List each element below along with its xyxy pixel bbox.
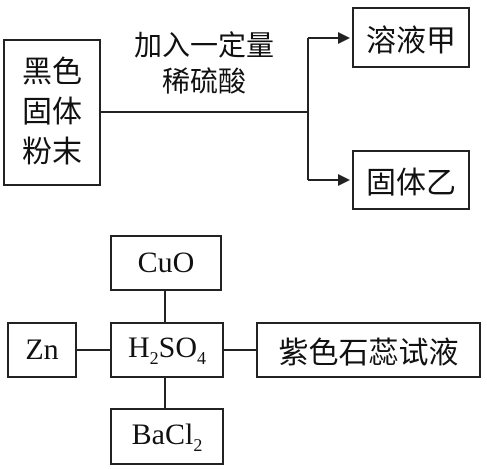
h2so4-box: H2SO4: [110, 322, 224, 378]
bacl2-box: BaCl2: [110, 408, 224, 465]
zn-label: Zn: [25, 333, 59, 366]
black-powder-line1: 黑色: [22, 54, 82, 90]
zn-box: Zn: [7, 322, 77, 378]
solid-b-box: 固体乙: [352, 150, 470, 210]
solid-b-label: 固体乙: [366, 166, 456, 201]
h2so4-sub2: 2: [149, 348, 159, 368]
h2so4-so: SO: [158, 331, 198, 364]
h2so4-label: H2SO4: [128, 331, 206, 369]
bacl2-base: BaCl: [131, 417, 194, 451]
solution-a-label: 溶液甲: [366, 23, 456, 59]
cuo-label: CuO: [137, 246, 195, 279]
bacl2-sub: 2: [193, 434, 203, 455]
black-powder-line2: 固体: [22, 94, 82, 130]
h2so4-h: H: [127, 331, 150, 364]
bacl2-label: BaCl2: [132, 418, 203, 456]
black-powder-box: 黑色 固体 粉末: [3, 39, 101, 186]
cuo-box: CuO: [110, 235, 222, 291]
reagent-label: 加入一定量 稀硫酸: [114, 28, 294, 100]
litmus-box: 紫色石蕊试液: [256, 322, 481, 378]
reagent-line1: 加入一定量: [133, 29, 274, 62]
solution-a-box: 溶液甲: [352, 7, 470, 68]
arrow-head-solid: [338, 174, 350, 186]
arrow-head-solution: [338, 32, 350, 44]
h2so4-sub4: 4: [197, 348, 207, 368]
black-powder-label: 黑色 固体 粉末: [22, 53, 82, 173]
litmus-label: 紫色石蕊试液: [278, 336, 459, 371]
reagent-line2: 稀硫酸: [161, 65, 246, 98]
black-powder-line3: 粉末: [22, 134, 82, 170]
